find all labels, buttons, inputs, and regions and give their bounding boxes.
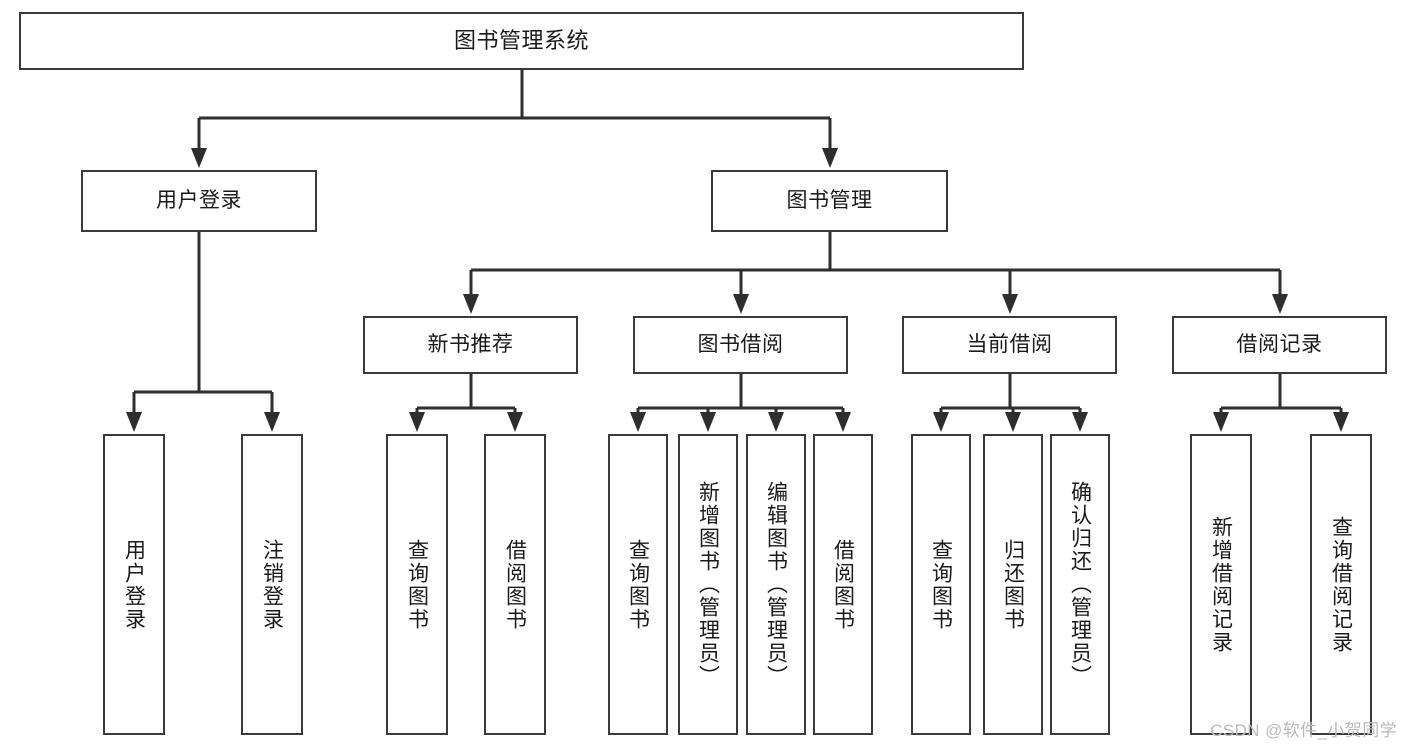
node-label: 图书借阅 (697, 333, 784, 357)
node-leaf-login-1[interactable]: 用户登录 (103, 434, 165, 735)
arrow-head-icon (733, 294, 749, 314)
node-leaf-borrow-3[interactable]: 编辑图书（管理员） (746, 434, 806, 735)
node-newbook[interactable]: 新书推荐 (363, 316, 578, 374)
node-label: 注销登录 (260, 538, 284, 631)
node-leaf-borrow-2[interactable]: 新增图书（管理员） (678, 434, 738, 735)
arrow-head-icon (409, 412, 425, 432)
arrow-head-icon (835, 412, 851, 432)
node-label: 当前借阅 (966, 333, 1053, 357)
arrow-head-icon (463, 294, 479, 314)
node-borrow[interactable]: 图书借阅 (633, 316, 848, 374)
node-label: 查询借阅记录 (1329, 515, 1353, 654)
node-label: 新增借阅记录 (1209, 515, 1233, 654)
arrow-head-icon (126, 412, 142, 432)
node-leaf-borrow-1[interactable]: 查询图书 (608, 434, 668, 735)
node-label: 编辑图书（管理员） (764, 481, 788, 688)
node-leaf-rec-1[interactable]: 新增借阅记录 (1190, 434, 1252, 735)
arrow-head-icon (264, 412, 280, 432)
node-label: 归还图书 (1001, 538, 1025, 631)
arrow-head-icon (1072, 412, 1088, 432)
node-label: 确认归还（管理员） (1068, 481, 1092, 688)
node-current[interactable]: 当前借阅 (902, 316, 1117, 374)
node-records[interactable]: 借阅记录 (1172, 316, 1387, 374)
node-label: 新增图书（管理员） (696, 481, 720, 688)
node-bookmgmt[interactable]: 图书管理 (711, 170, 948, 232)
node-label: 查询图书 (929, 538, 953, 631)
node-leaf-cur-1[interactable]: 查询图书 (911, 434, 971, 735)
node-root[interactable]: 图书管理系统 (19, 12, 1024, 70)
node-label: 查询图书 (405, 538, 429, 631)
arrow-head-icon (768, 412, 784, 432)
node-leaf-rec-2[interactable]: 查询借阅记录 (1310, 434, 1372, 735)
node-label: 用户登录 (122, 538, 146, 631)
node-label: 用户登录 (156, 189, 242, 213)
arrow-head-icon (191, 148, 207, 168)
arrow-head-icon (700, 412, 716, 432)
node-leaf-borrow-4[interactable]: 借阅图书 (813, 434, 873, 735)
arrow-head-icon (1272, 294, 1288, 314)
node-label: 借阅图书 (503, 538, 527, 631)
node-login[interactable]: 用户登录 (81, 170, 317, 232)
node-leaf-cur-3[interactable]: 确认归还（管理员） (1050, 434, 1110, 735)
arrow-head-icon (507, 412, 523, 432)
watermark-text: CSDN @软件_小贺同学 (1210, 721, 1397, 740)
node-label: 图书管理系统 (453, 27, 589, 53)
node-leaf-login-2[interactable]: 注销登录 (241, 434, 303, 735)
arrow-head-icon (1333, 412, 1349, 432)
arrow-head-icon (630, 412, 646, 432)
node-leaf-cur-2[interactable]: 归还图书 (983, 434, 1043, 735)
arrow-head-icon (933, 412, 949, 432)
node-label: 图书管理 (786, 189, 873, 213)
node-leaf-new-1[interactable]: 查询图书 (386, 434, 448, 735)
node-label: 借阅记录 (1236, 333, 1323, 357)
arrow-head-icon (1213, 412, 1229, 432)
arrow-head-icon (822, 148, 838, 168)
node-label: 借阅图书 (831, 538, 855, 631)
node-label: 查询图书 (626, 538, 650, 631)
node-label: 新书推荐 (427, 333, 514, 357)
node-leaf-new-2[interactable]: 借阅图书 (484, 434, 546, 735)
arrow-head-icon (1002, 294, 1018, 314)
arrow-head-icon (1005, 412, 1021, 432)
